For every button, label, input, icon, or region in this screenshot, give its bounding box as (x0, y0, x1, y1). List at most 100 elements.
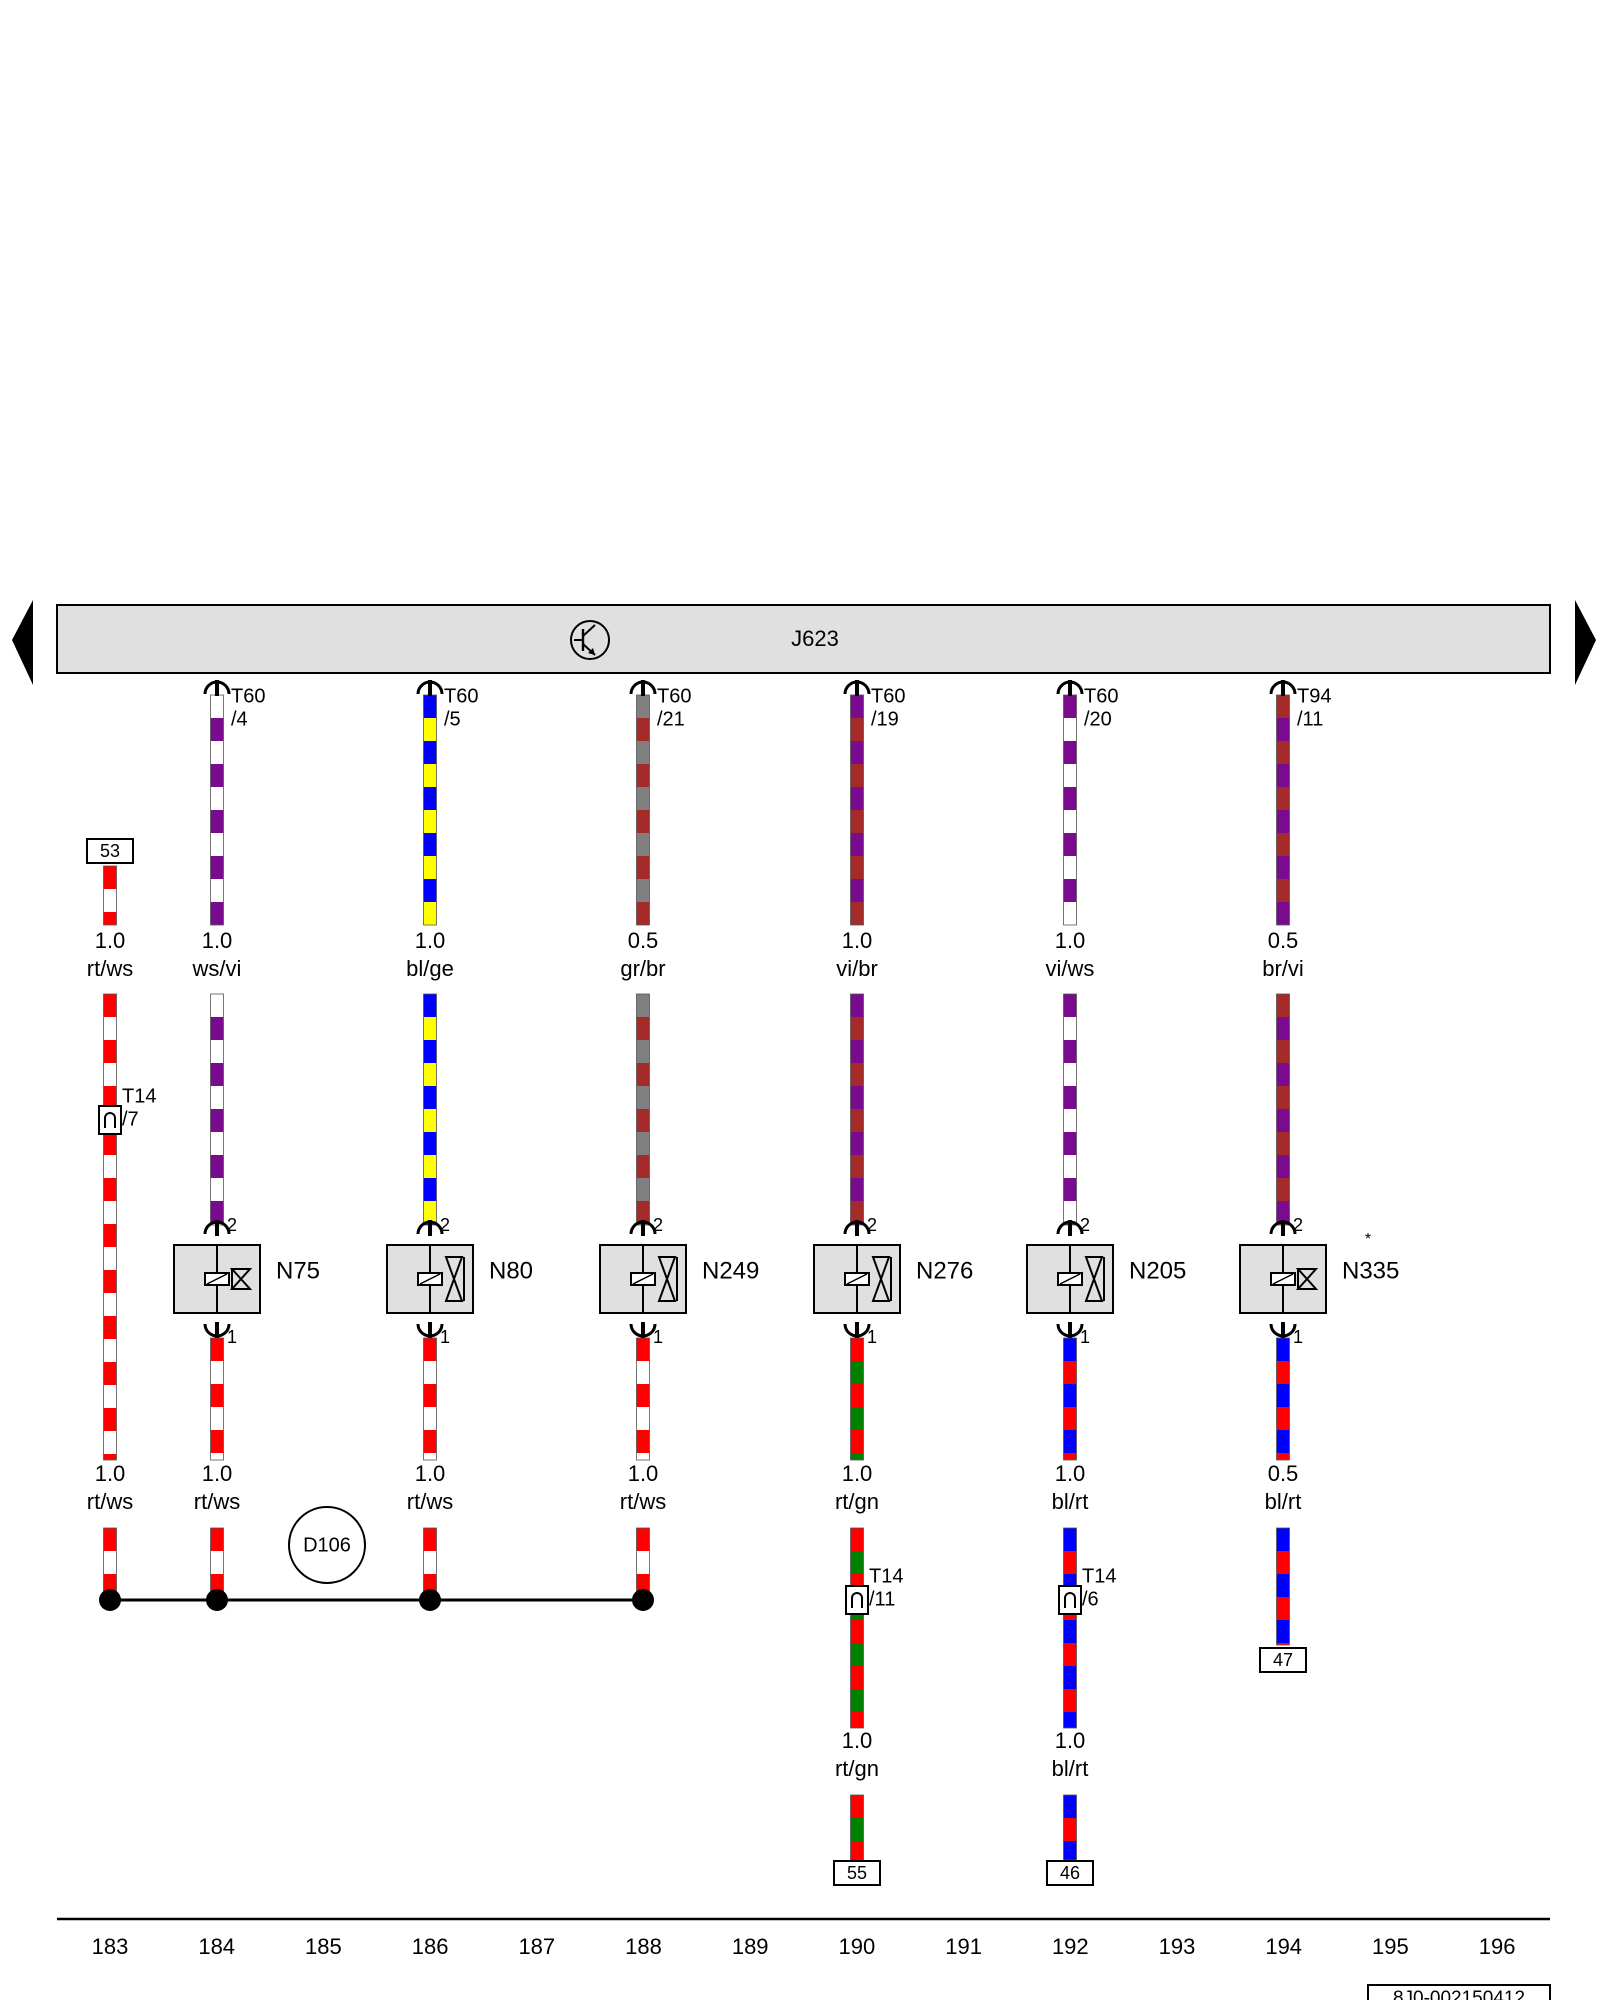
wire-stripe (850, 1689, 864, 1712)
wire-stripe (103, 1017, 117, 1040)
column-number: 192 (1052, 1934, 1089, 1959)
wire-base (1063, 1338, 1077, 1460)
wire-stripe (1276, 1201, 1290, 1224)
column-number: 194 (1265, 1934, 1302, 1959)
wire-size-label: 0.5 (628, 928, 659, 953)
wire-stripe (1063, 856, 1077, 879)
wire-stripe (850, 1453, 864, 1460)
wire-stripe (636, 1017, 650, 1040)
wire-stripe (210, 1063, 224, 1086)
connector-pin-label: /19 (871, 708, 899, 730)
junction-dot (206, 1589, 228, 1611)
wire-segment (636, 993, 650, 1226)
wire-stripe (423, 718, 437, 741)
connector-label: T60 (871, 685, 905, 707)
module-label: J623 (791, 626, 839, 651)
wire-base (850, 1338, 864, 1460)
solenoid-valve-icon (1239, 1244, 1327, 1314)
wire-segment (1276, 993, 1290, 1226)
wire-segment (423, 1527, 437, 1597)
wire-stripe (850, 1643, 864, 1666)
valve-triangle-top (444, 1256, 464, 1282)
column-number: 188 (625, 1934, 662, 1959)
wire-stripe (850, 1361, 864, 1384)
solenoid-valve-icon (599, 1244, 687, 1314)
wire-stripe (850, 902, 864, 925)
wire-stripe (636, 718, 650, 741)
wire-size-label: 1.0 (415, 928, 446, 953)
wire-stripe (850, 1551, 864, 1574)
wire-stripe (1276, 1109, 1290, 1132)
valve-coil-mark (846, 1273, 868, 1285)
wire-stripe (423, 1155, 437, 1178)
wire-stripe (423, 1453, 437, 1460)
wire-stripe (1276, 1643, 1290, 1645)
wire-stripe (850, 856, 864, 879)
wire-stripe (1063, 1407, 1077, 1430)
component-label: N75 (276, 1257, 320, 1284)
pin-number: 1 (440, 1327, 450, 1347)
wire-stripe (636, 810, 650, 833)
wire-stripe (210, 718, 224, 741)
wire-stripe (1063, 1017, 1077, 1040)
wire-base (1276, 1338, 1290, 1460)
wire-stripe (636, 1551, 650, 1574)
connector-box (1058, 1585, 1082, 1615)
wire-color-label: ws/vi (192, 956, 242, 981)
arrow-right-icon[interactable] (1575, 600, 1596, 685)
wire-stripe (1063, 1361, 1077, 1384)
wire-color-label: rt/gn (835, 1756, 879, 1781)
transistor-icon (570, 620, 610, 660)
wire-stripe (210, 856, 224, 879)
wire-color-label: vi/br (836, 956, 878, 981)
junction-dot (99, 1589, 121, 1611)
component-label: N335 (1342, 1257, 1399, 1284)
pin-number: 2 (653, 1215, 663, 1235)
connector-pin-label: /11 (1297, 708, 1323, 730)
wire-stripe (1276, 718, 1290, 741)
arrow-left-icon[interactable] (12, 600, 33, 685)
wire-stripe (103, 1293, 117, 1316)
wire-stripe (423, 1201, 437, 1224)
solenoid-valve-icon (173, 1244, 261, 1314)
column-number: 193 (1159, 1934, 1196, 1959)
wire-segment (103, 865, 117, 926)
wire-segment (850, 694, 864, 926)
connector-pin-label: /20 (1084, 708, 1112, 730)
wire-base (423, 1338, 437, 1460)
wire-stripe (423, 1551, 437, 1574)
wire-segment (210, 993, 224, 1226)
wire-stripe (1276, 856, 1290, 879)
valve-triangle-bottom (444, 1276, 464, 1302)
column-number: 186 (412, 1934, 449, 1959)
wire-color-label: bl/rt (1052, 1756, 1089, 1781)
reference-box (1046, 1860, 1094, 1886)
wire-stripe (850, 764, 864, 787)
wire-segment (1063, 1794, 1077, 1861)
wire-stripe (1063, 1201, 1077, 1224)
column-number: 187 (518, 1934, 555, 1959)
wire-base (636, 1338, 650, 1460)
wire-stripe (103, 1339, 117, 1362)
pin-number: 1 (867, 1327, 877, 1347)
solenoid-valve-icon (386, 1244, 474, 1314)
connector-pin-label: /6 (1082, 1588, 1099, 1610)
wire-stripe (103, 1385, 117, 1408)
wire-segment (636, 1527, 650, 1597)
wire-stripe (1063, 1453, 1077, 1460)
wire-stripe (850, 1818, 864, 1841)
pin-number: 1 (653, 1327, 663, 1347)
wire-stripe (636, 1453, 650, 1460)
wire-stripe (423, 1407, 437, 1430)
wire-size-label: 1.0 (202, 1461, 233, 1486)
reference-number: 47 (1273, 1650, 1293, 1670)
pin-number: 1 (1080, 1327, 1090, 1347)
junction-dot (419, 1589, 441, 1611)
valve-triangle-bottom (1084, 1276, 1104, 1302)
wire-stripe (636, 1201, 650, 1224)
wire-stripe (850, 718, 864, 741)
connector-arc (104, 1112, 116, 1128)
connector-pin-label: /21 (657, 708, 685, 730)
wire-color-label: rt/ws (87, 1489, 133, 1514)
wire-stripe (1063, 764, 1077, 787)
